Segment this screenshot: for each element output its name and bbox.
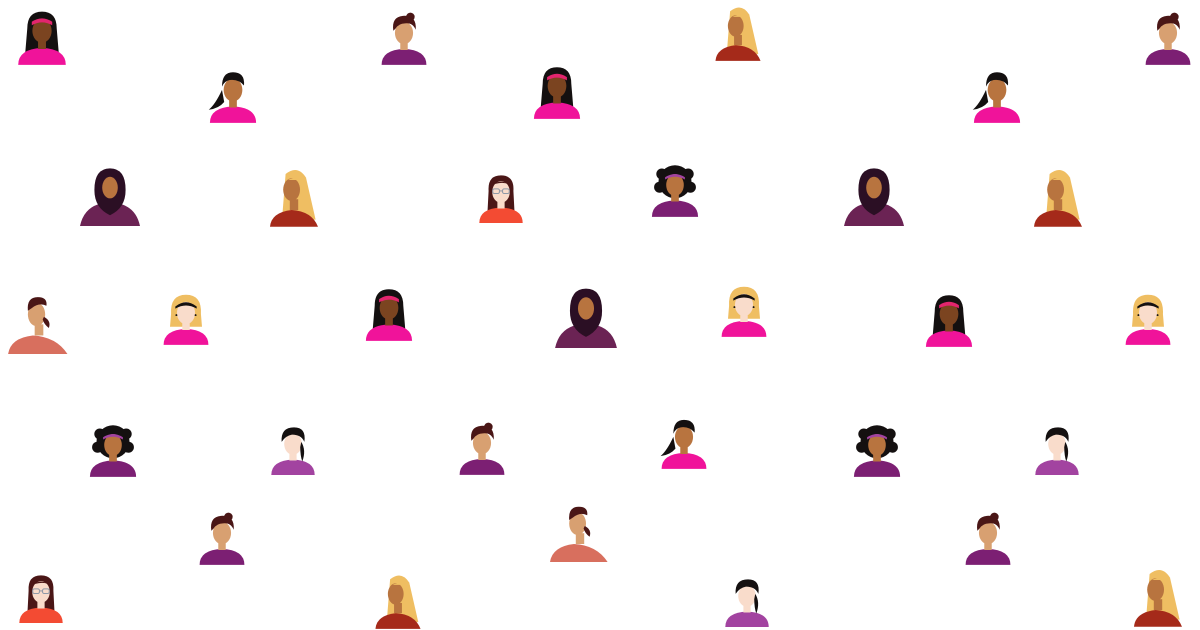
blonde-side-profile-woman-avatar-icon: [715, 7, 761, 61]
long-black-hair-headband-woman-avatar-icon: [18, 11, 66, 65]
hijab-woman-avatar-icon: [844, 168, 904, 226]
bun-side-profile-woman-avatar-icon: [550, 506, 608, 562]
curly-afro-headband-woman-avatar-icon: [853, 425, 901, 477]
blonde-side-profile-woman-avatar-icon: [1034, 169, 1082, 227]
curly-afro-headband-woman-avatar-icon: [651, 165, 699, 217]
short-brown-hair-woman-avatar-icon: [1145, 12, 1191, 65]
blonde-side-profile-woman-avatar-icon: [375, 575, 421, 629]
curly-afro-headband-woman-avatar-icon: [89, 425, 137, 477]
short-brown-hair-woman-avatar-icon: [381, 12, 427, 65]
short-brown-hair-woman-avatar-icon: [459, 422, 505, 475]
short-brown-hair-woman-avatar-icon: [965, 512, 1011, 565]
ponytail-black-hair-woman-avatar-icon: [660, 419, 707, 469]
blonde-bob-woman-avatar-icon: [1125, 294, 1171, 345]
long-black-hair-headband-woman-avatar-icon: [533, 67, 581, 119]
braid-light-skin-woman-avatar-icon: [1035, 427, 1079, 475]
glasses-woman-avatar-icon: [479, 175, 523, 223]
blonde-bob-woman-avatar-icon: [163, 294, 209, 345]
braid-light-skin-woman-avatar-icon: [725, 579, 769, 627]
blonde-side-profile-woman-avatar-icon: [1134, 569, 1182, 627]
ponytail-black-hair-woman-avatar-icon: [972, 72, 1021, 123]
short-brown-hair-woman-avatar-icon: [199, 512, 245, 565]
long-black-hair-headband-woman-avatar-icon: [365, 289, 413, 341]
hijab-woman-avatar-icon: [555, 288, 617, 348]
ponytail-black-hair-woman-avatar-icon: [208, 72, 257, 123]
hijab-woman-avatar-icon: [80, 168, 140, 226]
long-black-hair-headband-woman-avatar-icon: [925, 295, 973, 347]
blonde-bob-woman-avatar-icon: [721, 286, 767, 337]
braid-light-skin-woman-avatar-icon: [271, 427, 315, 475]
blonde-side-profile-woman-avatar-icon: [270, 169, 318, 227]
bun-side-profile-woman-avatar-icon: [8, 297, 68, 354]
glasses-woman-avatar-icon: [19, 575, 63, 623]
